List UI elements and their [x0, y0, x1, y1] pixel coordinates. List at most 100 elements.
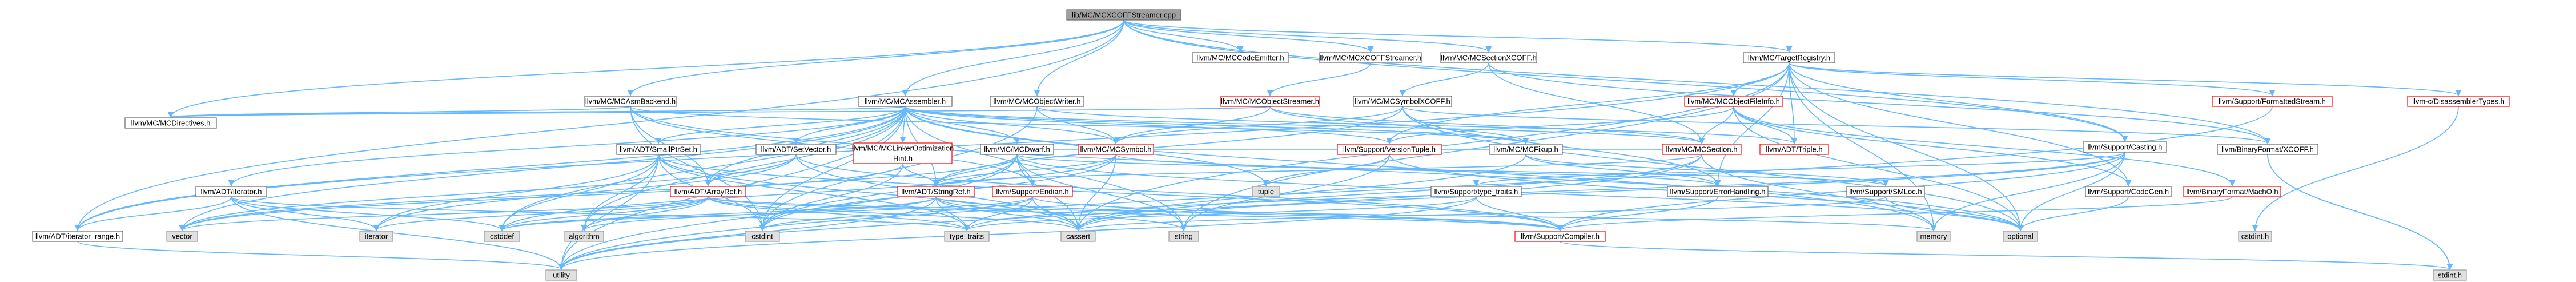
edge-mcsection-to-stringref [933, 154, 1702, 187]
node-utility: utility [545, 269, 577, 281]
node-cassert: cassert [1060, 231, 1096, 242]
edge-stringref-to-cstddef [499, 196, 937, 232]
edge-symbolxcoff-to-optional [1402, 106, 2024, 232]
edge-smallptrset-to-cstddef [499, 154, 659, 232]
edge-mcsection-to-utility [558, 154, 1702, 271]
edge-casting-to-typetraits_h [1473, 152, 2125, 187]
node-label-cassert: cassert [1066, 232, 1090, 241]
node-label-typetraits_h: llvm/Support/type_traits.h [1434, 188, 1518, 196]
node-box-mcfixup [1489, 144, 1563, 155]
node-typetraits_h[interactable]: llvm/Support/type_traits.h [1430, 186, 1522, 197]
edge-targetregistry-to-string [1180, 62, 1790, 232]
node-mcdwarf[interactable]: llvm/MC/MCDwarf.h [980, 144, 1054, 155]
edge-iterator_range-to-utility [77, 241, 565, 271]
node-box-smloc [1846, 186, 1925, 197]
node-smloc[interactable]: llvm/Support/SMLoc.h [1846, 186, 1925, 197]
node-smallptrset[interactable]: llvm/ADT/SmallPtrSet.h [616, 144, 701, 155]
node-formattedstream[interactable]: llvm/Support/FormattedStream.h [2212, 96, 2333, 107]
edge-mcsymbol-to-stringref [933, 154, 1116, 187]
edge-endian-to-compiler [1032, 196, 1564, 232]
node-algorithm: algorithm [564, 231, 604, 242]
edge-mcdwarf-to-smloc [1016, 154, 1889, 187]
node-label-objectstreamer: llvm/MC/MCObjectStreamer.h [1221, 97, 1319, 106]
node-label-macho: llvm/BinaryFormat/MachO.h [2186, 188, 2278, 196]
edge-objectwriter-to-mcsymbol [1036, 106, 1119, 145]
node-label-stdint_h: stdint.h [2438, 271, 2462, 280]
node-casting[interactable]: llvm/Support/Casting.h [2083, 141, 2167, 153]
node-box-smallptrset [616, 144, 701, 155]
node-stringref[interactable]: llvm/ADT/StringRef.h [897, 186, 975, 197]
edge-mcsymbol-to-cassert [1075, 154, 1116, 232]
node-errorhandling[interactable]: llvm/Support/ErrorHandling.h [1667, 186, 1769, 197]
node-box-codegen [2085, 186, 2172, 197]
node-triple[interactable]: llvm/ADT/Triple.h [1759, 144, 1829, 155]
edge-targetregistry-to-formattedstream [1789, 62, 2276, 97]
node-mcdirectives[interactable]: llvm/MC/MCDirectives.h [124, 117, 217, 129]
node-label-asmbackend: llvm/MC/MCAsmBackend.h [585, 97, 676, 106]
node-box-objectfileinfo [1684, 96, 1783, 107]
node-box-casting [2083, 141, 2167, 153]
node-mcsection[interactable]: llvm/MC/MCSection.h [1662, 144, 1742, 155]
node-root[interactable]: lib/MC/MCXCOFFStreamer.cpp [1066, 9, 1181, 21]
node-box-assembler [858, 96, 953, 107]
node-label-mcsection: llvm/MC/MCSection.h [1666, 145, 1738, 154]
node-xcoffstreamer[interactable]: llvm/MC/MCXCOFFStreamer.h [1319, 52, 1422, 63]
edge-root-to-codeemitter [1123, 19, 1244, 53]
node-mcfixup[interactable]: llvm/MC/MCFixup.h [1489, 144, 1563, 155]
edge-objectstreamer-to-mcdirectives [168, 106, 1271, 118]
node-label-binaryxcoff: llvm/BinaryFormat/XCOFF.h [2221, 145, 2314, 154]
node-label-vector: vector [172, 232, 192, 241]
node-asmbackend[interactable]: llvm/MC/MCAsmBackend.h [584, 96, 677, 107]
node-macho[interactable]: llvm/BinaryFormat/MachO.h [2183, 186, 2281, 197]
node-sectionxcoff[interactable]: llvm/MC/MCSectionXCOFF.h [1440, 52, 1537, 63]
node-versiontuple[interactable]: llvm/Support/VersionTuple.h [1337, 144, 1442, 155]
node-box-endian [992, 186, 1073, 197]
dependency-edges [74, 19, 2462, 271]
node-box-objectstreamer [1220, 96, 1320, 107]
node-label-iterator_std: iterator [365, 232, 388, 241]
node-label-iterator_range: llvm/ADT/iterator_range.h [35, 232, 120, 241]
node-box-cstddef [484, 231, 520, 242]
node-label-iterator: llvm/ADT/iterator.h [201, 188, 262, 196]
node-objectfileinfo[interactable]: llvm/MC/MCObjectFileInfo.h [1684, 96, 1783, 107]
node-assembler[interactable]: llvm/MC/MCAssembler.h [858, 96, 953, 107]
edge-smloc-to-optional [1885, 196, 2024, 232]
node-setvector[interactable]: llvm/ADT/SetVector.h [755, 144, 837, 155]
node-mcsymbol[interactable]: llvm/MC/MCSymbol.h [1078, 144, 1154, 155]
node-codegen[interactable]: llvm/Support/CodeGen.h [2085, 186, 2172, 197]
node-iterator_range[interactable]: llvm/ADT/iterator_range.h [32, 231, 123, 242]
node-box-objectwriter [990, 96, 1084, 107]
edge-smallptrset-to-algorithm [581, 154, 659, 232]
node-box-targetregistry [1743, 52, 1835, 63]
edge-root-to-mcdirectives [167, 19, 1124, 118]
node-box-utility [545, 269, 577, 281]
edge-objectfileinfo-to-triple [1733, 106, 1798, 145]
node-iterator[interactable]: llvm/ADT/iterator.h [195, 186, 267, 197]
node-label-targetregistry: llvm/MC/TargetRegistry.h [1748, 54, 1830, 62]
node-box-errorhandling [1667, 186, 1769, 197]
node-symbolxcoff[interactable]: llvm/MC/MCSymbolXCOFF.h [1353, 96, 1452, 107]
edge-sectionxcoff-to-symbolxcoff [1399, 62, 1489, 97]
node-codeemitter[interactable]: llvm/MC/MCCodeEmitter.h [1192, 52, 1289, 63]
node-binaryxcoff[interactable]: llvm/BinaryFormat/XCOFF.h [2217, 144, 2318, 155]
edge-targetregistry-to-casting [1789, 62, 2128, 142]
node-label-linkeropt-0: llvm/MC/MCLinkerOptimization [852, 144, 954, 153]
edge-root-to-casting [1123, 19, 2128, 142]
node-box-mcsection [1662, 144, 1742, 155]
node-box-linkeropt [853, 142, 953, 164]
node-arrayref[interactable]: llvm/ADT/ArrayRef.h [670, 186, 746, 197]
node-box-cstdint [745, 231, 780, 242]
node-compiler[interactable]: llvm/Support/Compiler.h [1514, 231, 1606, 242]
node-label-disassemblertypes: llvm-c/DisassemblerTypes.h [2412, 97, 2505, 106]
node-objectstreamer[interactable]: llvm/MC/MCObjectStreamer.h [1220, 96, 1320, 107]
node-disassemblertypes[interactable]: llvm-c/DisassemblerTypes.h [2407, 96, 2510, 107]
edge-iterator-to-utility [231, 196, 565, 271]
node-targetregistry[interactable]: llvm/MC/TargetRegistry.h [1743, 52, 1835, 63]
node-memory: memory [1916, 231, 1951, 242]
edge-root-to-objectwriter [1034, 19, 1124, 97]
edge-root-to-asmbackend [627, 19, 1124, 97]
node-objectwriter[interactable]: llvm/MC/MCObjectWriter.h [990, 96, 1084, 107]
node-endian[interactable]: llvm/Support/Endian.h [992, 186, 1073, 197]
